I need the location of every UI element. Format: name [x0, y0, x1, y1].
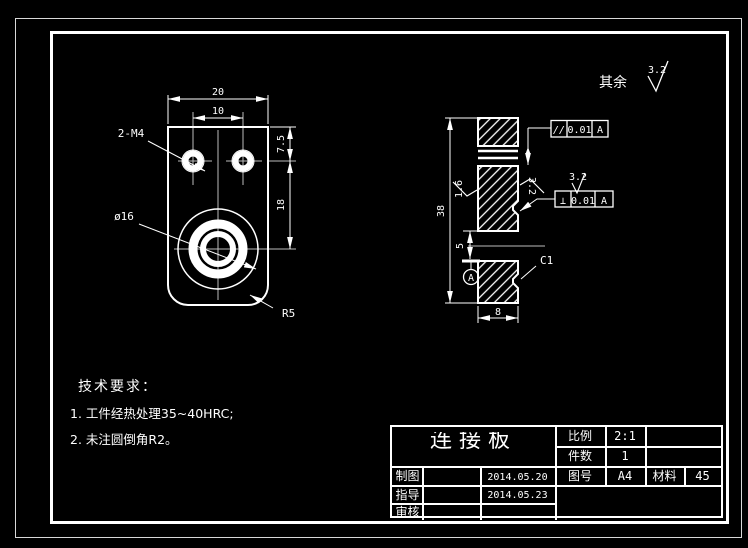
scale-value: 2:1 — [614, 429, 636, 443]
tech-req-item-1: 1. 工件经热处理35~40HRC; — [70, 406, 234, 421]
section-block-top — [477, 117, 519, 147]
radius-label: R5 — [282, 307, 295, 320]
drawn-date: 2014.05.20 — [487, 472, 548, 483]
general-roughness-value: 3.2 — [648, 65, 666, 76]
parallelism-frame: // 0.01 A — [525, 119, 609, 165]
section-block-middle — [477, 165, 519, 232]
material-label: 材料 — [652, 469, 677, 483]
tech-req-title: 技术要求： — [78, 379, 158, 395]
drawno-label: 图号 — [567, 469, 592, 483]
perpendicularity-datum: A — [601, 196, 607, 207]
roughness-3-2-right: 3.2 — [519, 177, 545, 195]
material-value: 45 — [695, 469, 710, 483]
section-view: 38 5 8 C1 A — [436, 117, 614, 323]
thread-circle-left — [181, 149, 205, 173]
sheet-inner-border — [50, 31, 729, 524]
radius-leader — [249, 294, 274, 309]
dim-7-5 — [270, 126, 296, 161]
qiyu-text: 其余 — [599, 74, 627, 91]
roughness-above-frame-text: 3.2 — [569, 172, 587, 183]
title-block: 连接板 比例 2:1 件数 1 图号 A4 材料 45 制图 2014.05.2… — [390, 425, 723, 520]
parallelism-value: 0.01 — [567, 125, 591, 136]
title-block-line — [605, 427, 607, 485]
technical-requirements: 技术要求： 1. 工件经热处理35~40HRC; 2. 未注圆倒角R2。 — [70, 376, 330, 448]
thread-circle-right — [231, 149, 255, 173]
front-view: 20 10 7.5 18 2-M4 ø16 R5 — [114, 87, 296, 320]
title-block-line — [555, 446, 721, 448]
plate-outline — [167, 126, 269, 306]
dim-38 — [445, 117, 477, 304]
scale-label: 比例 — [567, 429, 592, 443]
dim-20 — [167, 95, 269, 124]
part-name: 连接板 — [429, 432, 517, 449]
title-block-line — [392, 466, 721, 468]
bore-label: ø16 — [114, 210, 134, 223]
parallelism-datum: A — [597, 125, 603, 136]
sheet-outer-border — [15, 18, 742, 538]
dim-38-text: 38 — [436, 205, 447, 217]
hole-right — [232, 150, 254, 172]
roughness-above-frame-icon — [571, 172, 586, 195]
perpendicularity-symbol: ⊥ — [560, 196, 566, 207]
dim-18-text: 18 — [276, 199, 287, 211]
chamfer-label: C1 — [540, 254, 553, 267]
roughness-1-6: 1.6 — [452, 180, 478, 198]
title-block-line — [392, 503, 555, 505]
guide-label: 指导 — [395, 488, 420, 502]
check-label: 审核 — [395, 505, 420, 519]
qty-value: 1 — [621, 449, 629, 463]
thread-label: 2-M4 — [118, 127, 145, 140]
title-block-line — [422, 466, 424, 520]
perpendicularity-frame: ⊥ 0.01 A 3.2 — [519, 172, 614, 212]
dim-5 — [463, 230, 477, 259]
thread-leader — [147, 140, 206, 172]
title-block-line — [684, 466, 686, 485]
chamfer-leader — [520, 265, 537, 280]
drawn-label: 制图 — [395, 469, 420, 483]
roughness-symbol-icon — [647, 60, 669, 93]
parallelism-symbol: // — [553, 125, 565, 136]
drawno-value: A4 — [617, 469, 633, 483]
datum-a: A — [462, 259, 480, 286]
dim-5-text: 5 — [455, 243, 466, 249]
general-roughness-note: 其余 3.2 — [599, 60, 669, 93]
title-block-line — [392, 485, 721, 487]
dim-8-text: 8 — [495, 307, 501, 318]
tech-req-item-2: 2. 未注圆倒角R2。 — [70, 432, 178, 447]
dim-10-text: 10 — [212, 106, 224, 117]
guide-date: 2014.05.23 — [487, 490, 548, 501]
title-block-line — [555, 427, 557, 520]
title-block-line — [645, 427, 647, 485]
bore-leader — [138, 223, 257, 270]
dim-7-5-text: 7.5 — [276, 135, 287, 153]
datum-a-letter: A — [468, 273, 474, 284]
title-block-line — [480, 466, 482, 520]
dim-8 — [477, 306, 519, 323]
roughness-1-6-text: 1.6 — [454, 180, 465, 198]
bore-outer-circle — [177, 208, 259, 290]
perpendicularity-value: 0.01 — [571, 196, 595, 207]
section-block-bottom — [477, 260, 519, 304]
roughness-3-2-right-text: 3.2 — [526, 177, 537, 195]
qty-label: 件数 — [567, 449, 592, 463]
dim-20-text: 20 — [212, 87, 224, 98]
bore-mid-circle — [188, 219, 248, 279]
